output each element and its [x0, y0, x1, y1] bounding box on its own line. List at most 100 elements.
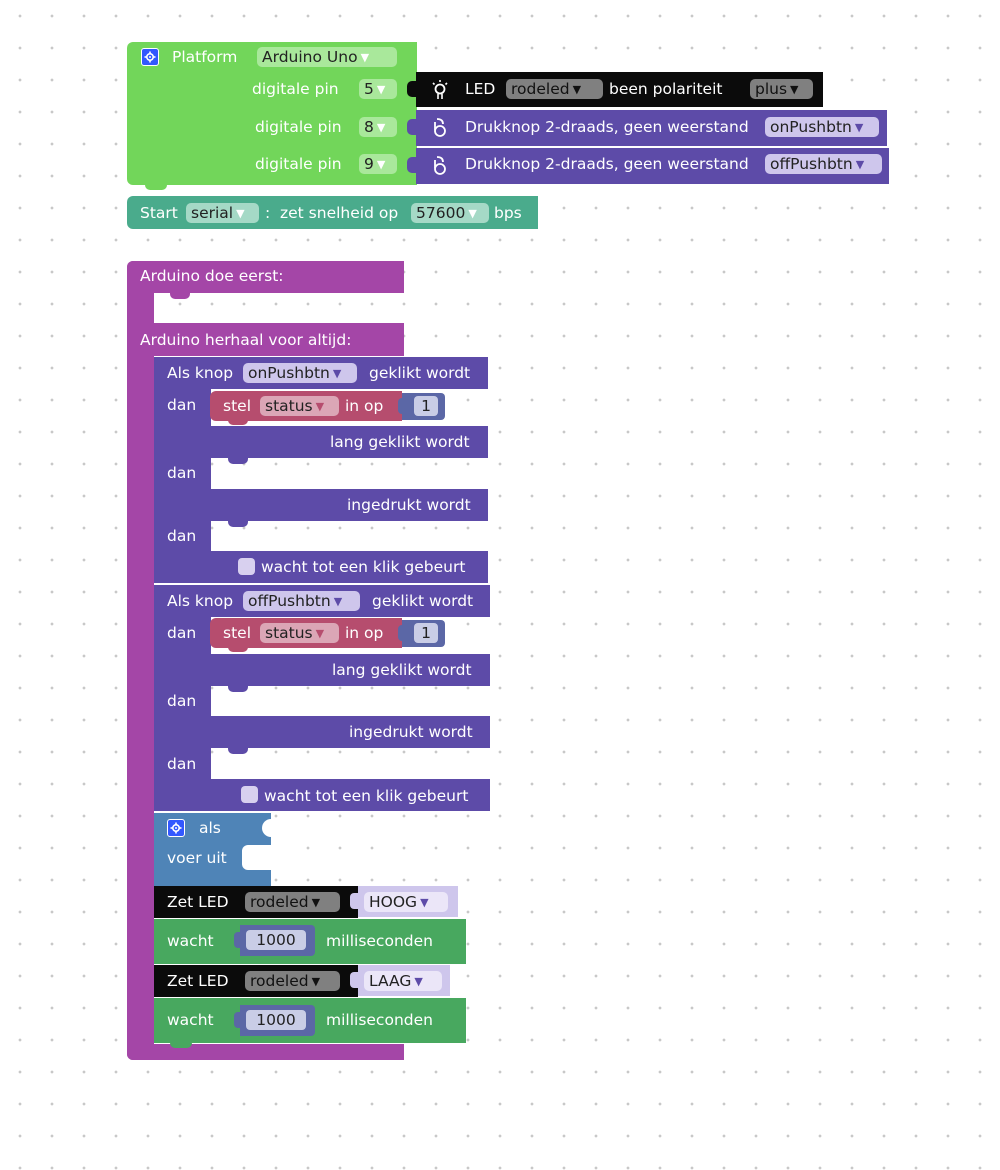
- set-op-label-1: in op: [345, 397, 384, 415]
- serial-speed-dropdown[interactable]: 57600▼: [411, 203, 489, 223]
- pressed-row-2[interactable]: [211, 716, 490, 748]
- button-handler-spine-2[interactable]: [154, 585, 211, 811]
- wait-click-row-2[interactable]: [154, 779, 490, 811]
- platform-label: Platform: [172, 48, 238, 66]
- setup-empty-slot-notch: [170, 292, 190, 299]
- polarity-dropdown[interactable]: plus▼: [750, 79, 813, 99]
- push-button-name-dropdown-1[interactable]: onPushbtn▼: [765, 117, 879, 137]
- chevron-down-icon: ▼: [332, 367, 342, 380]
- push-button-name-2: offPushbtn: [770, 155, 853, 173]
- pressed-label-1: ingedrukt wordt: [347, 496, 471, 514]
- polarity-label: been polariteit: [609, 80, 723, 98]
- value-input-2[interactable]: 1: [414, 623, 438, 643]
- pressed-slot-notch-1: [228, 520, 248, 527]
- variable-name-2: status: [265, 624, 313, 642]
- chevron-down-icon: ▼: [311, 896, 321, 909]
- pin-dropdown-1[interactable]: 5▼: [359, 79, 397, 99]
- push-button-name-dropdown-2[interactable]: offPushbtn▼: [765, 154, 882, 174]
- chevron-down-icon: ▼: [236, 207, 245, 220]
- led-state-dropdown-1[interactable]: HOOG▼: [364, 892, 448, 912]
- serial-speed-label: zet snelheid op: [280, 204, 399, 222]
- chevron-down-icon: ▼: [360, 51, 370, 64]
- main-block-spine[interactable]: [127, 261, 154, 1060]
- pin-label-1: digitale pin: [252, 80, 339, 98]
- wait-unit-1: milliseconden: [326, 932, 433, 950]
- chevron-down-icon: ▼: [376, 121, 386, 134]
- button-handler-clicked-2: geklikt wordt: [372, 592, 474, 610]
- button-handler-then3-2: dan: [167, 755, 197, 773]
- chevron-down-icon: ▼: [468, 207, 477, 220]
- wait-value-connector-1: [234, 932, 243, 948]
- led-name-value: rodeled: [511, 80, 570, 98]
- led-state-connector-2: [350, 972, 360, 988]
- set-label-2: stel: [223, 624, 251, 642]
- button-handler-dropdown-2[interactable]: offPushbtn▼: [243, 591, 360, 611]
- chevron-down-icon: ▼: [376, 158, 386, 171]
- value-input-1[interactable]: 1: [414, 396, 438, 416]
- chevron-down-icon: ▼: [572, 83, 582, 96]
- push-button-label-1: Drukknop 2-draads, geen weerstand: [465, 118, 749, 136]
- set-led-name-1: rodeled: [250, 893, 309, 911]
- set-led-name-2: rodeled: [250, 972, 309, 990]
- button-handler-then3-1: dan: [167, 527, 197, 545]
- set-led-dropdown-2[interactable]: rodeled▼: [245, 971, 340, 991]
- if-label: als: [199, 819, 221, 837]
- led-state-dropdown-2[interactable]: LAAG▼: [364, 971, 442, 991]
- chevron-down-icon: ▼: [790, 83, 799, 96]
- chevron-down-icon: ▼: [855, 158, 865, 171]
- variable-name-1: status: [265, 397, 313, 415]
- button-handler-dropdown-1[interactable]: onPushbtn▼: [243, 363, 357, 383]
- wait-unit-2: milliseconden: [326, 1011, 433, 1029]
- gear-icon[interactable]: [167, 819, 185, 837]
- board-value: Arduino Uno: [262, 48, 358, 66]
- button-handler-prefix-1: Als knop: [167, 364, 234, 382]
- button-handler-name-1: onPushbtn: [248, 364, 330, 382]
- long-click-row-1[interactable]: [211, 426, 488, 458]
- light-bulb-icon: [430, 79, 450, 101]
- pin-dropdown-2[interactable]: 8▼: [359, 117, 397, 137]
- set-led-label-1: Zet LED: [167, 893, 229, 911]
- button-handler-clicked-1: geklikt wordt: [369, 364, 471, 382]
- button-handler-spine-1[interactable]: [154, 357, 211, 583]
- board-dropdown[interactable]: Arduino Uno▼: [257, 47, 397, 67]
- push-button-label-2: Drukknop 2-draads, geen weerstand: [465, 155, 749, 173]
- serial-unit-label: bps: [494, 204, 522, 222]
- long-click-row-2[interactable]: [211, 654, 490, 686]
- serial-port-value: serial: [191, 204, 234, 222]
- button-handler-prefix-2: Als knop: [167, 592, 234, 610]
- wait-label-2: wacht: [167, 1011, 214, 1029]
- chevron-down-icon: ▼: [333, 595, 343, 608]
- variable-dropdown-2[interactable]: status▼: [260, 623, 339, 643]
- wait-click-checkbox-1[interactable]: [238, 558, 255, 575]
- variable-dropdown-1[interactable]: status▼: [260, 396, 339, 416]
- set-led-dropdown-1[interactable]: rodeled▼: [245, 892, 340, 912]
- main-block-footer: [127, 1044, 404, 1060]
- push-button-icon: [431, 154, 449, 178]
- wait-block-tab-2: [170, 1041, 192, 1048]
- main-loop-header[interactable]: [127, 323, 404, 356]
- wait-click-checkbox-2[interactable]: [241, 786, 258, 803]
- set-label-1: stel: [223, 397, 251, 415]
- led-state-value-1: HOOG: [369, 893, 418, 911]
- serial-colon: :: [265, 204, 271, 222]
- pin-value-3: 9: [364, 155, 374, 173]
- chevron-down-icon: ▼: [376, 83, 386, 96]
- wait-value-input-2[interactable]: 1000: [246, 1010, 306, 1030]
- long-click-slot-notch-1: [228, 457, 248, 464]
- push-connector-2: [407, 157, 419, 173]
- wait-value-input-1[interactable]: 1000: [246, 930, 306, 950]
- pin-dropdown-3[interactable]: 9▼: [359, 154, 397, 174]
- serial-port-dropdown[interactable]: serial▼: [186, 203, 259, 223]
- wait-label-1: wacht: [167, 932, 214, 950]
- pin-value-1: 5: [364, 80, 374, 98]
- gear-icon[interactable]: [141, 48, 159, 66]
- wait-click-row-1[interactable]: [154, 551, 488, 583]
- platform-block-tab: [145, 183, 167, 190]
- led-name-dropdown[interactable]: rodeled▼: [506, 79, 603, 99]
- main-setup-header[interactable]: [127, 261, 404, 293]
- set-variable-tab-1: [228, 419, 248, 425]
- button-handler-then-1: dan: [167, 396, 197, 414]
- pressed-row-1[interactable]: [211, 489, 488, 521]
- pressed-slot-notch-2: [228, 747, 248, 754]
- chevron-down-icon: ▼: [315, 627, 325, 640]
